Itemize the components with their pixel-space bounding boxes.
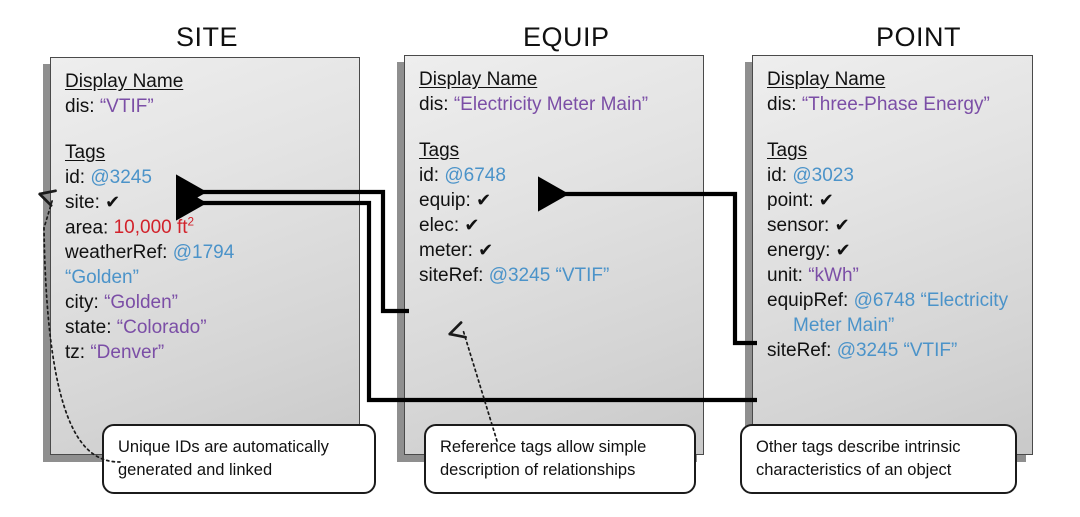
checkmark-icon: ✔ [464,214,480,235]
point-tag-siteref-value: @3245 “VTIF” [836,340,958,362]
point-tag-energy: energy: ✔ [767,238,1022,263]
point-dis-value: “Three-Phase Energy” [801,93,990,115]
callout-unique-ids-line2: generated and linked [118,460,273,479]
callout-reference-tags: Reference tags allow simple description … [424,424,696,494]
point-tag-equipref-cont: Meter Main” [767,313,1022,338]
site-tag-weatherref-name: “Golden” [65,267,139,289]
point-tag-sensor-key: sensor: [767,214,830,236]
site-tag-tz-key: tz: [65,342,86,364]
point-tag-unit-value: “kWh” [808,264,859,286]
site-card[interactable]: Display Name dis: “VTIF” Tags id: @3245 … [50,57,360,455]
site-tags-heading: Tags [65,141,106,163]
point-tag-unit: unit: “kWh” [767,263,1022,288]
point-tag-id-key: id: [767,164,788,186]
callout-other-tags-line2: characteristics of an object [756,460,952,479]
callout-unique-ids-line1: Unique IDs are automatically [118,438,329,456]
site-tag-weatherref: weatherRef: @1794 [65,240,349,265]
checkmark-icon: ✔ [834,214,850,235]
equip-tag-siteref: siteRef: @3245 “VTIF” [419,263,693,288]
point-dis-row: dis: “Three-Phase Energy” [767,92,1022,117]
equip-dis-row: dis: “Electricity Meter Main” [419,92,693,117]
point-card[interactable]: Display Name dis: “Three-Phase Energy” T… [752,55,1033,455]
site-tag-city-value: “Golden” [104,292,178,314]
point-tag-sensor: sensor: ✔ [767,213,1022,238]
site-tag-weatherref-key: weatherRef: [65,242,168,264]
equip-tag-id-key: id: [419,164,440,186]
point-tag-point: point: ✔ [767,188,1022,213]
wire-point-equipref-to-equip-id [537,176,757,346]
point-tag-id-value: @3023 [792,164,854,186]
equip-tag-equip: equip: ✔ [419,188,693,213]
site-tag-area: area: 10,000 ft2 [65,215,349,240]
site-tag-id: id: @3245 [65,165,349,190]
point-dis-key: dis: [767,93,797,115]
site-dis-key: dis: [65,95,95,117]
checkmark-icon: ✔ [818,189,834,210]
checkmark-icon: ✔ [478,239,494,260]
area-exponent: 2 [187,215,195,229]
callout-other-tags: Other tags describe intrinsic characteri… [740,424,1017,494]
callout-unique-ids: Unique IDs are automatically generated a… [102,424,376,494]
equip-dis-value: “Electricity Meter Main” [453,93,649,115]
equip-tags-heading: Tags [419,139,460,161]
point-tag-siteref: siteRef: @3245 “VTIF” [767,338,1022,363]
site-tag-city-key: city: [65,292,99,314]
equip-tag-meter-key: meter: [419,239,473,261]
site-tag-state-value: “Colorado” [116,317,207,339]
site-tag-state: state: “Colorado” [65,315,349,340]
equip-display-name-heading: Display Name [419,69,538,90]
site-tag-state-key: state: [65,317,112,339]
equip-tag-equip-key: equip: [419,189,471,211]
equip-tag-elec: elec: ✔ [419,213,693,238]
site-tag-site-key: site: [65,191,100,213]
site-tag-weatherref-value: @1794 [172,242,235,264]
site-tag-tz-value: “Denver” [90,342,165,364]
point-tag-point-key: point: [767,189,814,211]
wire-point-siteref-to-site-id [175,185,757,403]
site-display-name-heading: Display Name [65,71,184,92]
point-display-name-heading: Display Name [767,69,886,90]
point-tag-unit-key: unit: [767,264,803,286]
column-header-point: POINT [876,22,962,52]
point-tag-energy-key: energy: [767,239,831,261]
checkmark-icon: ✔ [105,191,121,212]
equip-tag-id: id: @6748 [419,163,693,188]
checkmark-icon: ✔ [476,189,492,210]
equip-tag-siteref-key: siteRef: [419,264,484,286]
equip-card[interactable]: Display Name dis: “Electricity Meter Mai… [404,55,704,455]
callout-other-tags-line1: Other tags describe intrinsic [756,438,961,456]
point-tag-equipref-name: Meter Main” [793,315,895,337]
site-tag-id-key: id: [65,166,86,188]
site-tag-city: city: “Golden” [65,290,349,315]
site-dis-row: dis: “VTIF” [65,94,349,119]
checkmark-icon: ✔ [835,239,851,260]
point-tags-heading: Tags [767,139,808,161]
site-tag-area-value: 10,000 ft2 [113,215,195,239]
pointer-reference-callout-to-equip-siteref [448,321,498,442]
site-dis-value: “VTIF” [99,95,154,117]
site-tag-site: site: ✔ [65,190,349,215]
equip-tag-meter: meter: ✔ [419,238,693,263]
site-tag-weatherref-cont: “Golden” [65,265,349,290]
equip-tag-id-value: @6748 [444,164,506,186]
callout-reference-tags-line1: Reference tags allow simple [440,438,647,456]
point-tag-equipref-value: @6748 “Electricity [853,289,1009,311]
point-tag-equipref: equipRef: @6748 “Electricity [767,288,1022,313]
equip-tag-elec-key: elec: [419,214,460,236]
point-tag-equipref-key: equipRef: [767,289,849,311]
site-tag-id-value: @3245 [90,166,152,188]
point-tag-siteref-key: siteRef: [767,340,832,362]
point-tag-id: id: @3023 [767,163,1022,188]
site-tag-area-key: area: [65,217,109,239]
pointer-ids-callout-to-site-id [38,189,121,463]
callout-reference-tags-line2: description of relationships [440,460,636,479]
equip-tag-siteref-value: @3245 “VTIF” [488,264,610,286]
equip-dis-key: dis: [419,93,449,115]
column-header-site: SITE [176,22,239,52]
wire-equip-siteref-to-site-id [175,174,409,314]
site-tag-tz: tz: “Denver” [65,340,349,365]
column-header-equip: EQUIP [523,22,610,52]
